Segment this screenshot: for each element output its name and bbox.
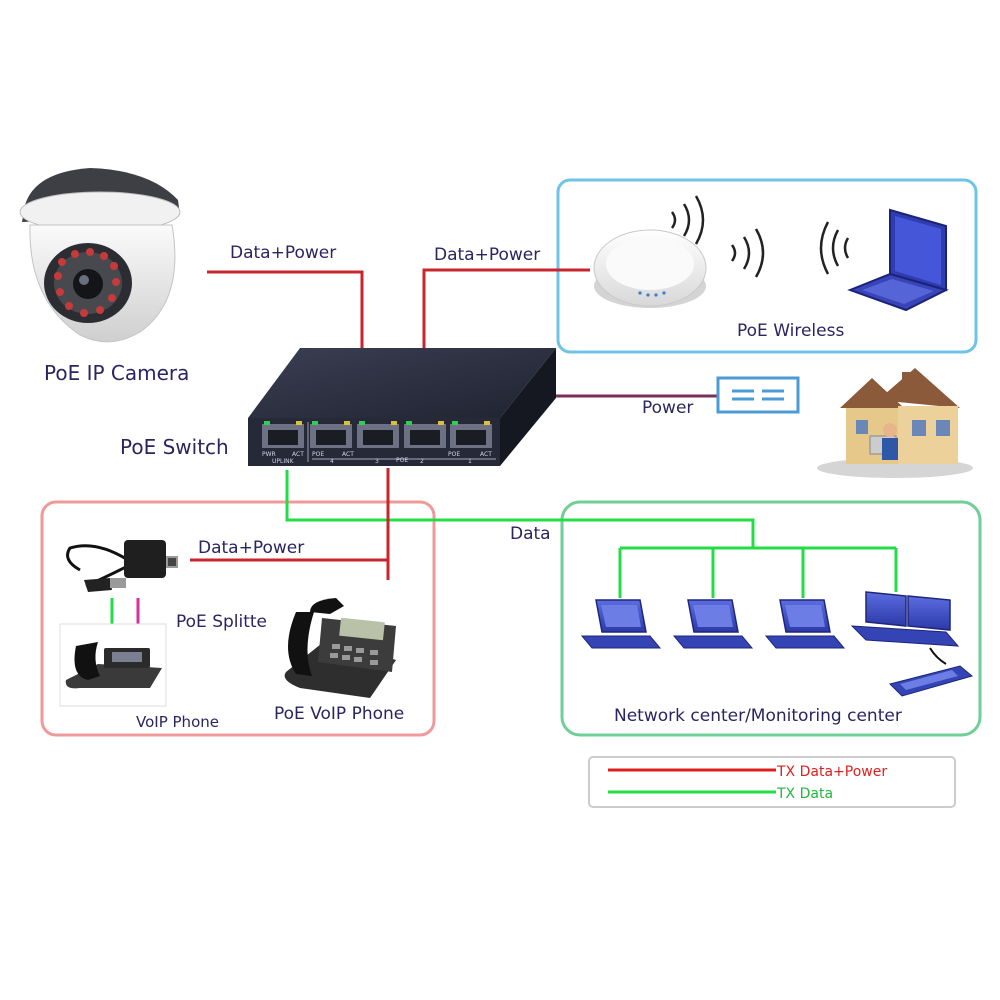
switch-port-1-number: 1: [468, 458, 472, 465]
house-icon: [817, 368, 973, 478]
data-link-label: Data: [510, 524, 551, 544]
power-adapter-icon: [716, 376, 800, 414]
camera-link-label: Data+Power: [230, 243, 336, 263]
legend-power-label: TX Data+Power: [776, 764, 887, 780]
camera-power-line: [207, 270, 364, 348]
legend-data-label: TX Data: [776, 786, 833, 802]
wireless-power-line: [422, 268, 590, 348]
switch-act-label-left: ACT: [342, 451, 354, 458]
computer-1-icon: [580, 599, 662, 649]
computer-2-icon: [672, 599, 754, 649]
laptop-icon: [847, 208, 949, 312]
poe-voip-phone-label: PoE VoIP Phone: [274, 704, 404, 724]
computer-3-icon: [764, 599, 846, 649]
voip-phone-icon: [59, 623, 167, 707]
switch-poe-label-mid: POE: [396, 457, 408, 464]
camera-label: PoE IP Camera: [44, 361, 189, 385]
switch-port-3-number: 3: [375, 458, 379, 465]
splitter-link-label: Data+Power: [198, 538, 304, 558]
uplink-data-line: [285, 470, 755, 548]
poe-splitter-icon: [66, 540, 178, 592]
poe-voip-phone-icon: [284, 598, 396, 698]
switch-pwr-label: PWR: [262, 451, 276, 458]
dome-camera-icon: [19, 168, 181, 343]
wireless-signal-icon: [670, 195, 765, 278]
switch-act-label-uplink: ACT: [292, 451, 304, 458]
splitter-label: PoE Splitte: [176, 612, 267, 632]
network-center-label: Network center/Monitoring center: [614, 706, 902, 726]
switch-act-label-right: ACT: [480, 451, 492, 458]
switch-label: PoE Switch: [120, 435, 229, 459]
switch-uplink-label: UPLINK: [272, 458, 295, 465]
access-point-icon: [593, 229, 707, 308]
voip-phone-label: VoIP Phone: [136, 713, 219, 731]
switch-port-2: [404, 421, 446, 448]
switch-port-2-number: 2: [420, 458, 424, 465]
switch-port-4: [310, 421, 352, 448]
switch-port-1: [450, 421, 492, 448]
network-center-frame: [560, 500, 982, 737]
legend-frame: [588, 756, 956, 808]
switch-port-4-number: 4: [330, 458, 334, 465]
wireless-label: PoE Wireless: [737, 321, 844, 341]
voip-frame: [40, 500, 436, 737]
wireless-frame: [556, 178, 978, 354]
monitoring-console-icon: [850, 591, 974, 697]
power-link-label: Power: [642, 398, 693, 418]
poe-switch-icon: PWR ACT UPLINK POE ACT POE POE ACT 4 3 2…: [248, 348, 556, 466]
wireless-link-label: Data+Power: [434, 245, 540, 265]
laptop-signal-icon: [819, 221, 850, 275]
switch-port-uplink: [262, 421, 304, 448]
switch-poe-label-left: POE: [312, 451, 324, 458]
switch-poe-label-right: POE: [448, 451, 460, 458]
switch-port-3: [357, 421, 399, 448]
